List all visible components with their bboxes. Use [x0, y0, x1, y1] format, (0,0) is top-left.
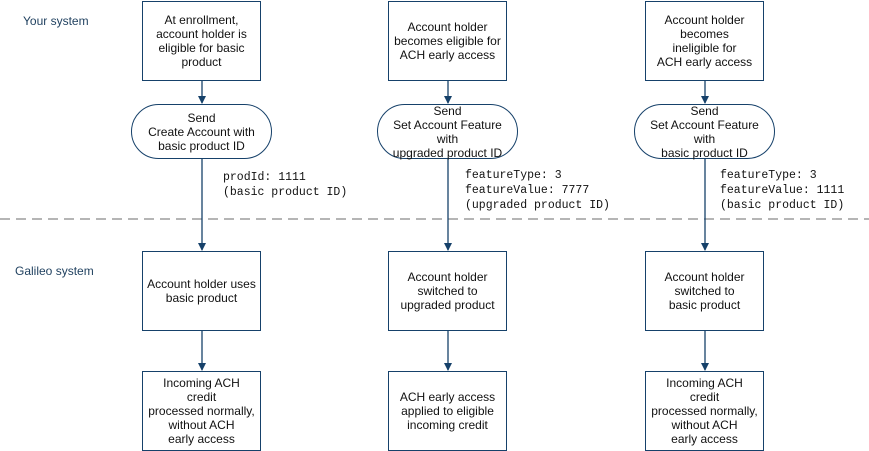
params-set-feature-upgraded: featureType: 3 featureValue: 7777 (upgra… [465, 169, 610, 212]
outcome-box-normal-processing-2: Incoming ACH credit processed normally, … [645, 371, 764, 451]
trigger-box-ineligible: Account holder becomes ineligible for AC… [645, 1, 764, 81]
result-box-upgraded-product: Account holder switched to upgraded prod… [388, 251, 507, 331]
lane-label-your-system: Your system [23, 14, 89, 28]
action-set-feature-basic: Send Set Account Feature with basic prod… [634, 104, 775, 160]
action-create-account: Send Create Account with basic product I… [131, 104, 272, 159]
lane-label-galileo-system: Galileo system [15, 264, 94, 278]
result-box-switched-basic: Account holder switched to basic product [645, 251, 764, 331]
trigger-box-enrollment: At enrollment, account holder is eligibl… [142, 1, 261, 81]
outcome-box-early-access: ACH early access applied to eligible inc… [388, 371, 507, 451]
params-create-account: prodId: 1111 (basic product ID) [223, 171, 348, 199]
action-set-feature-upgraded: Send Set Account Feature with upgraded p… [377, 104, 518, 160]
trigger-box-eligible: Account holder becomes eligible for ACH … [388, 1, 507, 81]
params-set-feature-basic: featureType: 3 featureValue: 1111 (basic… [720, 169, 845, 212]
outcome-box-normal-processing: Incoming ACH credit processed normally, … [142, 371, 261, 451]
result-box-basic-product: Account holder uses basic product [142, 251, 261, 331]
